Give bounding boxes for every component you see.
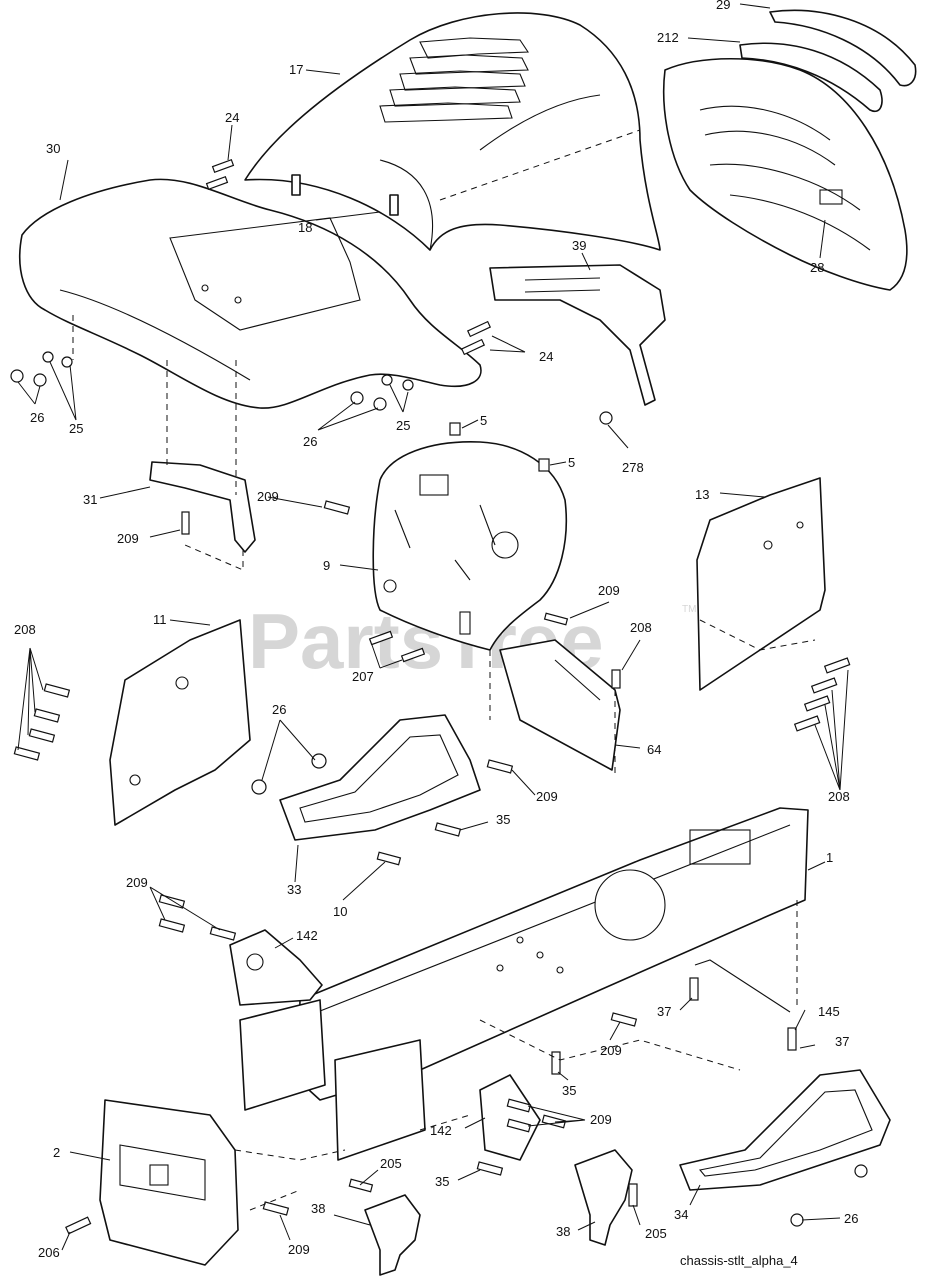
label-212: 212 (657, 30, 679, 45)
label-39: 39 (572, 238, 586, 253)
label-33: 33 (287, 882, 301, 897)
frame-part-1 (297, 807, 809, 1101)
label-9: 9 (323, 558, 330, 573)
knob-5b (538, 458, 550, 472)
label-208b: 208 (630, 620, 652, 635)
label-209f: 209 (600, 1043, 622, 1058)
label-207: 207 (352, 669, 374, 684)
plate-part-142a (229, 929, 323, 1006)
hardware (10, 158, 868, 1235)
label-206: 206 (38, 1245, 60, 1260)
label-24b: 24 (539, 349, 553, 364)
label-209a: 209 (257, 489, 279, 504)
label-37a: 37 (657, 1004, 671, 1019)
nose-part (662, 57, 908, 291)
label-208a: 208 (14, 622, 36, 637)
label-31: 31 (83, 492, 97, 507)
leader-lines (17, 3, 849, 1251)
label-10: 10 (333, 904, 347, 919)
label-209g: 209 (590, 1112, 612, 1127)
label-142a: 142 (296, 928, 318, 943)
label-2: 2 (53, 1145, 60, 1160)
hood-part (244, 12, 661, 251)
diagram-caption: chassis-stlt_alpha_4 (680, 1253, 798, 1268)
bracket-part-39 (489, 264, 666, 406)
fender-part (18, 178, 482, 409)
label-35c: 35 (435, 1174, 449, 1189)
bracket-part-64 (499, 639, 621, 771)
hood-insert-a (291, 174, 301, 196)
plate-part-142b (479, 1074, 541, 1161)
support-part-31 (149, 461, 256, 553)
dashboard-part (372, 441, 568, 651)
label-205a: 205 (380, 1156, 402, 1171)
label-142b: 142 (430, 1123, 452, 1138)
hitch-part-2 (99, 1099, 239, 1266)
label-208c: 208 (828, 789, 850, 804)
footrest-part-34 (679, 1069, 891, 1191)
label-11: 11 (153, 612, 167, 627)
plate-left (239, 999, 326, 1111)
label-29: 29 (716, 0, 730, 12)
label-209d: 209 (536, 789, 558, 804)
trim-part-212 (739, 42, 883, 112)
watermark-tm: TM (682, 604, 696, 615)
side-panel-13 (696, 477, 826, 691)
label-35b: 35 (562, 1083, 576, 1098)
rod-part-145 (694, 959, 791, 1013)
trim-part-29 (769, 9, 917, 87)
label-38a: 38 (311, 1201, 325, 1216)
plate-center (334, 1039, 426, 1161)
label-26d: 26 (844, 1211, 858, 1226)
hood-insert-b (389, 194, 399, 216)
label-209h: 209 (288, 1242, 310, 1257)
label-145: 145 (818, 1004, 840, 1019)
label-25b: 25 (396, 418, 410, 433)
label-38b: 38 (556, 1224, 570, 1239)
label-34: 34 (674, 1207, 688, 1222)
label-13: 13 (695, 487, 709, 502)
label-64: 64 (647, 742, 661, 757)
label-37b: 37 (835, 1034, 849, 1049)
label-26b: 26 (303, 434, 317, 449)
label-209c: 209 (598, 583, 620, 598)
label-30: 30 (46, 141, 60, 156)
label-26c: 26 (272, 702, 286, 717)
label-209e: 209 (126, 875, 148, 890)
label-18: 18 (298, 220, 312, 235)
label-35a: 35 (496, 812, 510, 827)
label-28: 28 (810, 260, 824, 275)
label-5b: 5 (568, 455, 575, 470)
knob-5a (449, 422, 461, 436)
footrest-part-33 (279, 714, 481, 841)
label-5a: 5 (480, 413, 487, 428)
bracket-part-38a (364, 1194, 421, 1276)
label-209b: 209 (117, 531, 139, 546)
label-278: 278 (622, 460, 644, 475)
label-205b: 205 (645, 1226, 667, 1241)
side-panel-11 (109, 619, 251, 826)
label-24a: 24 (225, 110, 239, 125)
assembly-lines (72, 315, 816, 1211)
label-17: 17 (289, 62, 303, 77)
label-1: 1 (826, 850, 833, 865)
hood-grille (379, 37, 530, 123)
bracket-part-38b (574, 1149, 633, 1246)
label-25a: 25 (69, 421, 83, 436)
label-26a: 26 (30, 410, 44, 425)
part-labels: 29 212 17 24 30 18 28 39 24 26 25 26 25 … (14, 0, 858, 1260)
